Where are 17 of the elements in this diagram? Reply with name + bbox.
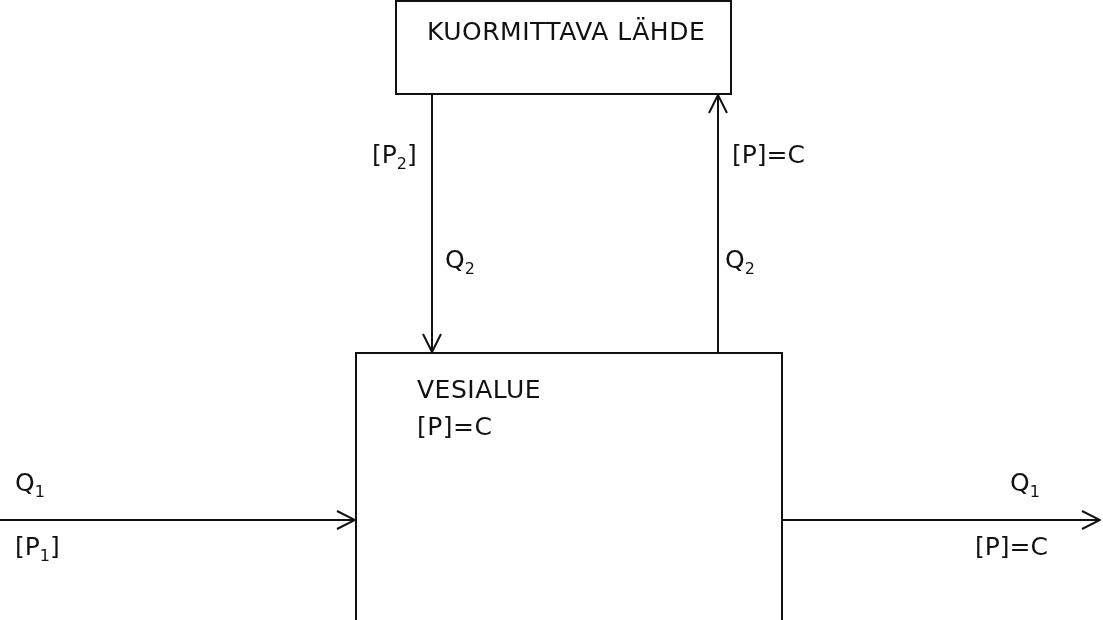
flow-label: Q$_{1}$ [1010,468,1040,502]
flow-label: Q$_{2}$ [445,245,475,279]
process-box [395,0,732,95]
arrow [708,94,728,353]
flow-label: [P]=C [975,532,1048,562]
flow-label: [P$_{1}$] [15,532,60,566]
arrow [782,510,1101,530]
flow-label: [P]=C [732,140,805,170]
box-title: KUORMITTAVA LÄHDE [427,16,707,48]
box-title: VESIALUE [417,374,543,406]
flow-label: Q$_{2}$ [725,245,755,279]
process-box [355,352,783,620]
flow-label: [P$_{2}$] [372,140,417,174]
flow-label: Q$_{1}$ [15,468,45,502]
arrow [422,94,442,353]
box-text: [P]=C [417,410,494,443]
arrow [0,510,356,530]
